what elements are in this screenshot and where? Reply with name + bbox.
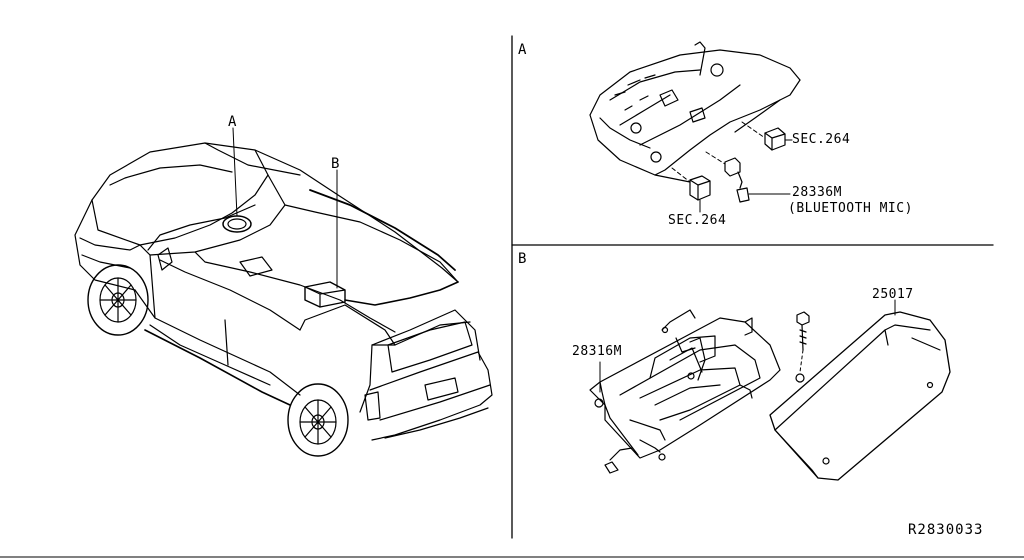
panel-b-letter: B: [518, 251, 527, 267]
part-28316m-label: 28316M: [572, 344, 622, 359]
panel-dividers: [0, 35, 1024, 558]
overhead-console-illustration: [589, 41, 801, 213]
sec-264-bottom-label: SEC.264: [668, 213, 727, 228]
sec-264-top-label: SEC.264: [792, 132, 851, 147]
panel-a-letter: A: [518, 42, 527, 58]
callout-b-label: B: [331, 156, 340, 172]
vehicle-illustration: [74, 127, 493, 457]
reference-code: R2830033: [908, 522, 984, 538]
callout-a-label: A: [228, 114, 237, 130]
part-28336m-label: 28336M: [792, 185, 842, 200]
bluetooth-mic-label: (BLUETOOTH MIC): [788, 201, 913, 216]
bracket-module-illustration: [589, 299, 951, 481]
part-25017-label: 25017: [872, 287, 914, 302]
